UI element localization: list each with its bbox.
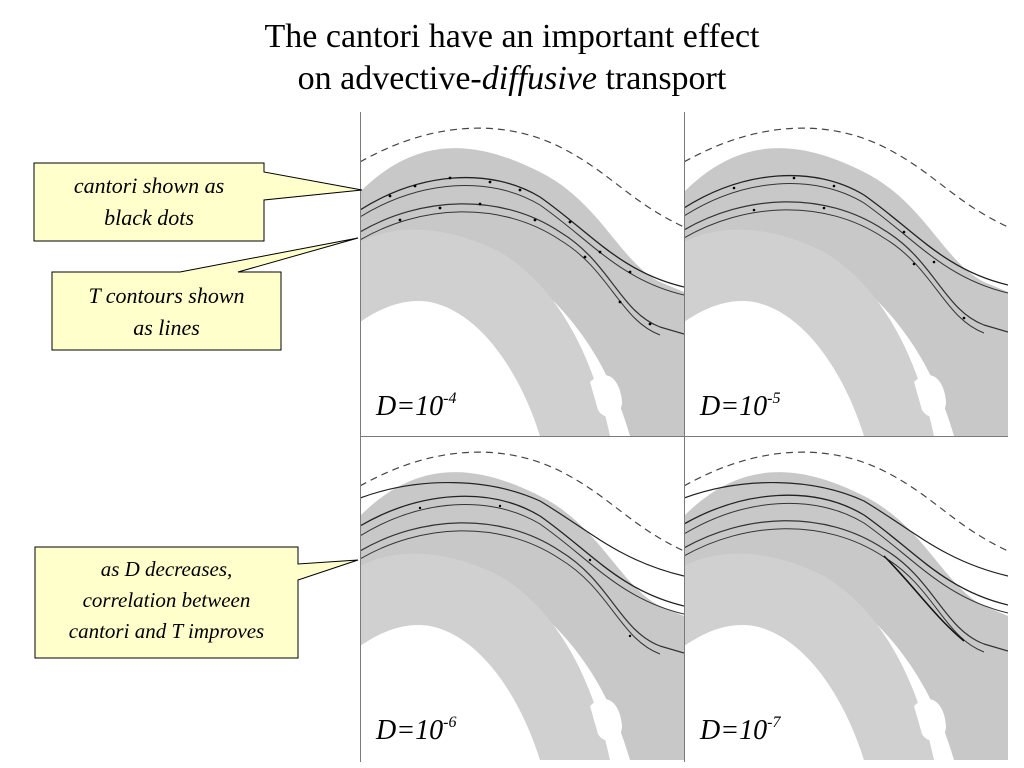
title-line-2-suffix: transport xyxy=(596,60,727,97)
panel-label-base: D=10 xyxy=(700,715,768,746)
panel-d-1e-7: D=10-7 xyxy=(684,436,1008,760)
callout-diffusion-line-3: cantori and T improves xyxy=(68,619,265,643)
callout-diffusion-line-2: correlation between xyxy=(82,588,251,612)
panel-label-exponent: -7 xyxy=(767,714,781,731)
plot-d-1e-5 xyxy=(684,127,1008,436)
panel-label-base: D=10 xyxy=(700,391,768,422)
title-line-1: The cantori have an important effect xyxy=(264,18,760,55)
panel-label-d-1e-6: D=10-6 xyxy=(376,708,456,746)
panel-d-1e-4: D=10-4 xyxy=(360,112,684,436)
panel-label-base: D=10 xyxy=(376,715,444,746)
panel-label-d-1e-5: D=10-5 xyxy=(700,384,780,422)
callout-diffusion: as D decreases, correlation between cant… xyxy=(35,554,298,647)
plot-d-1e-4 xyxy=(360,127,684,436)
title-line-2-prefix: on advective- xyxy=(297,60,482,97)
callout-cantori-line-2: black dots xyxy=(104,205,194,230)
grid-horizontal-middle xyxy=(360,436,1008,437)
panel-label-d-1e-7: D=10-7 xyxy=(700,708,780,746)
callout-cantori: cantori shown as black dots xyxy=(34,170,264,234)
panel-d-1e-5: D=10-5 xyxy=(684,112,1008,436)
callout-t-contours-line-2: as lines xyxy=(133,315,200,340)
slide-title: The cantori have an important effect on … xyxy=(0,16,1024,100)
title-line-2: on advective-diffusive transport xyxy=(0,58,1024,100)
callout-t-contours: T contours shown as lines xyxy=(52,280,281,344)
plot-d-1e-7 xyxy=(684,451,1008,760)
grid-vertical-middle xyxy=(684,112,685,762)
callout-cantori-line-1: cantori shown as xyxy=(73,173,225,198)
title-line-2-italic: diffusive xyxy=(481,60,597,97)
callout-diffusion-line-1: as D decreases, xyxy=(100,557,233,581)
plot-d-1e-6 xyxy=(360,451,684,760)
panel-label-exponent: -5 xyxy=(767,390,781,407)
grid-vertical-left xyxy=(360,112,361,762)
panel-label-d-1e-4: D=10-4 xyxy=(376,384,456,422)
panel-label-base: D=10 xyxy=(376,391,444,422)
panel-label-exponent: -6 xyxy=(443,714,457,731)
callout-t-contours-line-1: T contours shown xyxy=(88,283,245,308)
panel-label-exponent: -4 xyxy=(443,390,457,407)
panel-d-1e-6: D=10-6 xyxy=(360,436,684,760)
